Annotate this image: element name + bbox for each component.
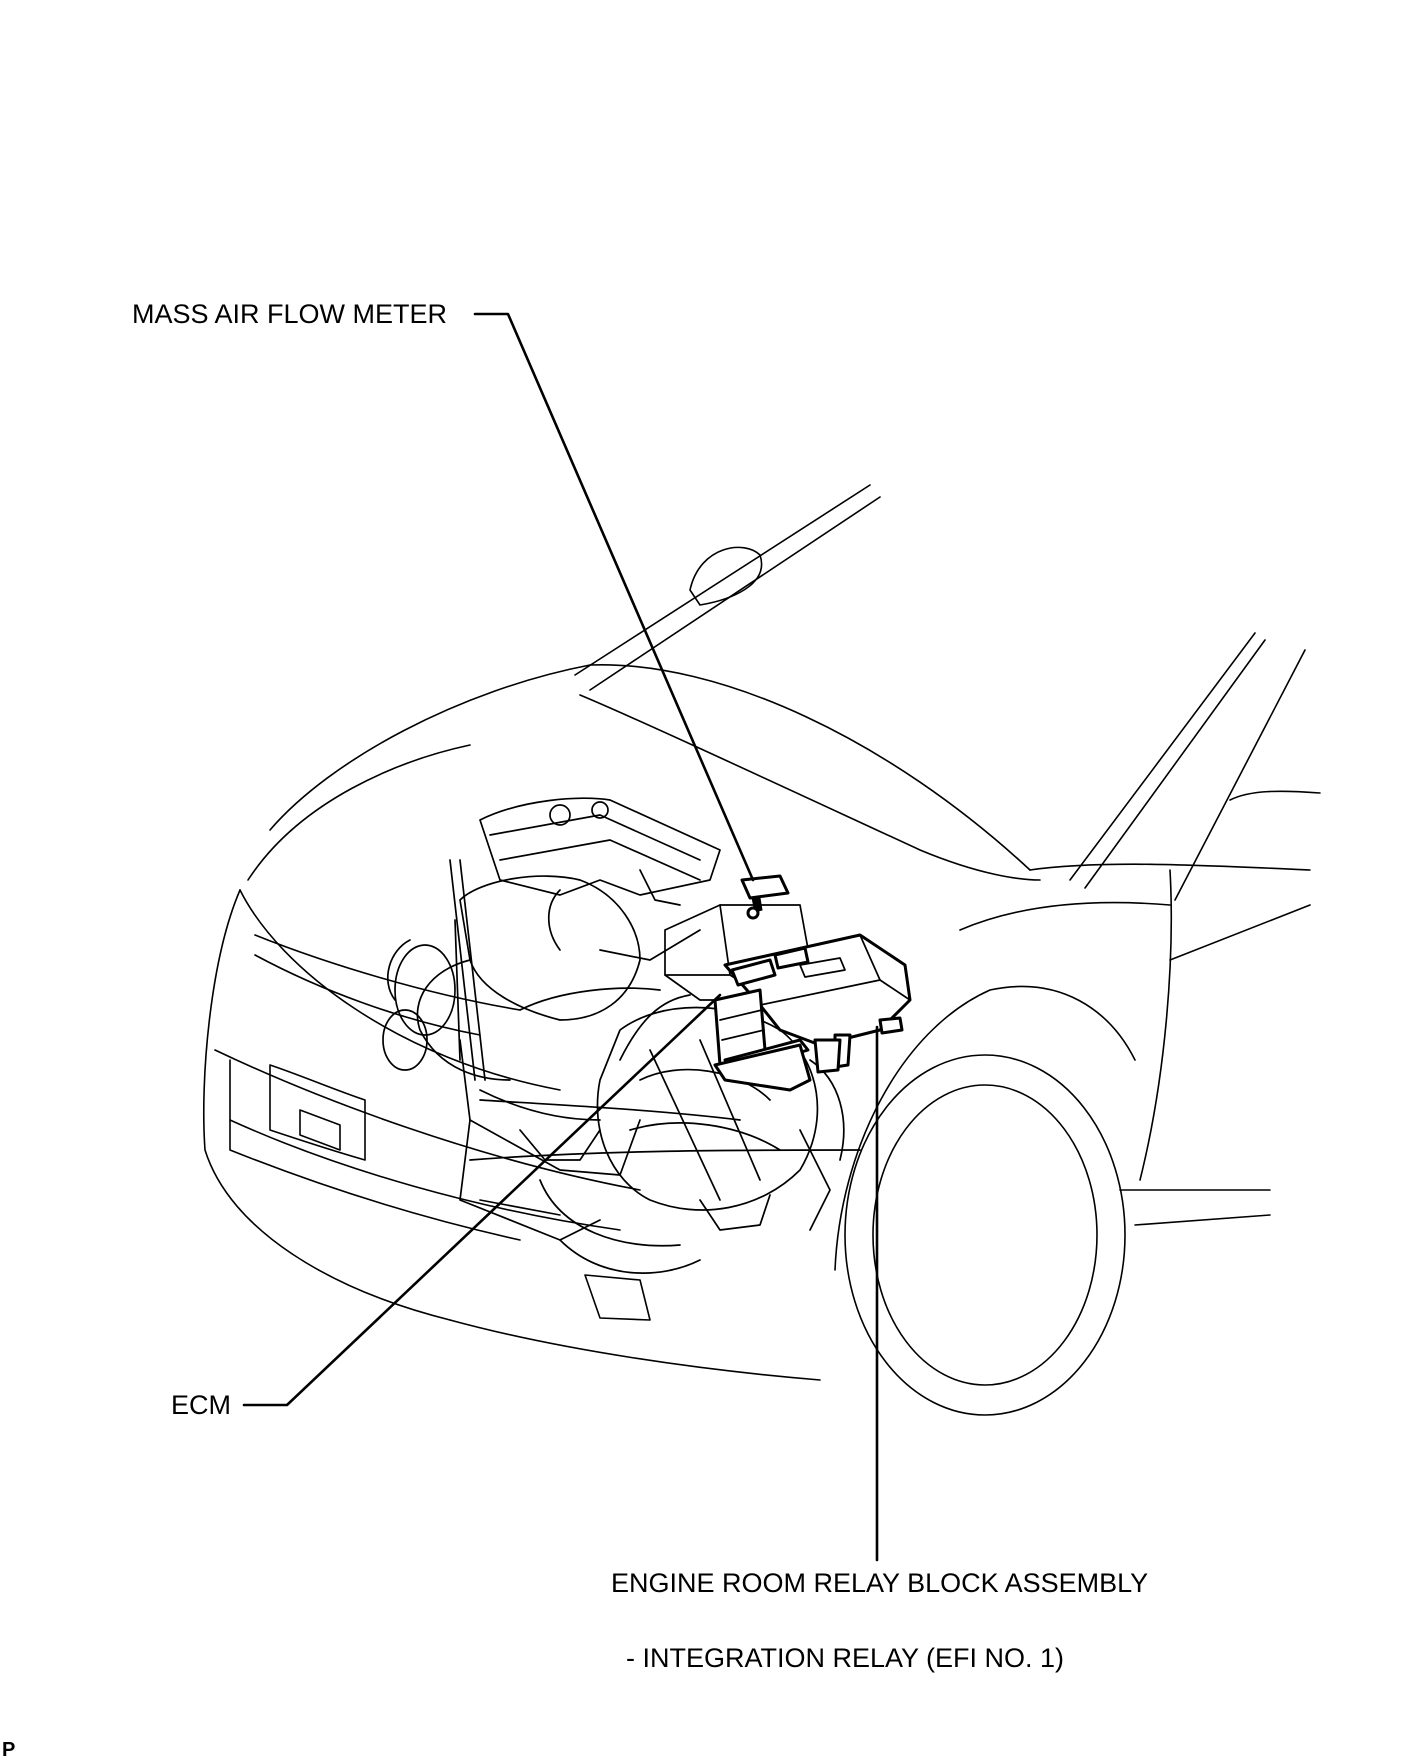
mass-air-flow-meter-part (740, 874, 790, 920)
label-relay-block-line2: - INTEGRATION RELAY (EFI NO. 1) (626, 1643, 1065, 1673)
leader-ecm (242, 993, 722, 1407)
leader-mass-air-flow-meter (473, 312, 755, 882)
car-body-outline (202, 484, 1321, 1416)
label-ecm: ECM (171, 1390, 231, 1420)
leader-lines (242, 312, 879, 1562)
corner-mark: P (2, 1739, 16, 1761)
ecm-part (713, 988, 812, 1092)
engine-assembly (382, 797, 861, 1274)
relay-block-part (723, 933, 912, 1074)
label-mass-air-flow-meter: MASS AIR FLOW METER (132, 299, 448, 329)
label-relay-block-line1: ENGINE ROOM RELAY BLOCK ASSEMBLY (611, 1568, 1149, 1598)
